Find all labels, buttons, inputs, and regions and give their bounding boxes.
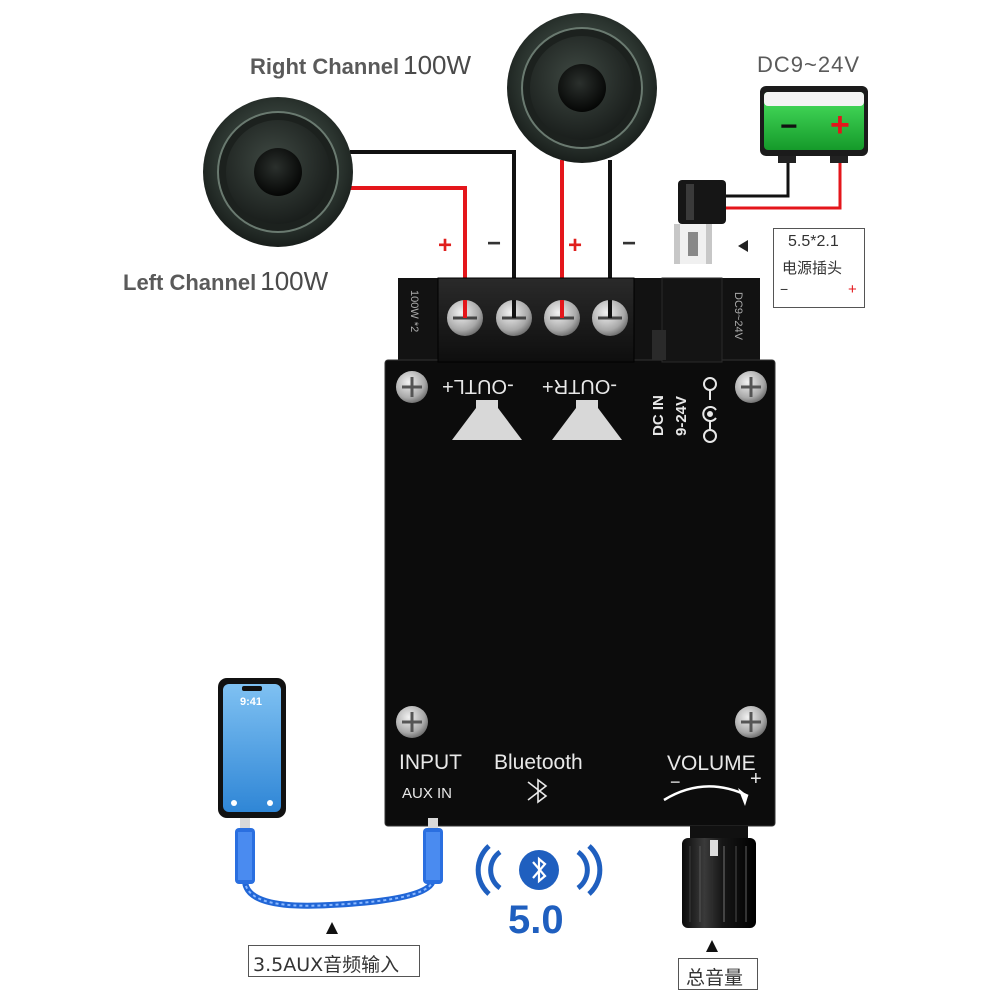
plug-name-text: 电源插头 <box>782 259 843 277</box>
board-input-label: INPUT <box>399 751 462 774</box>
volume-knob[interactable] <box>682 826 756 928</box>
board-dc-range-label: 9-24V <box>673 395 690 436</box>
board-outr-label: -OUTR+ <box>542 375 617 397</box>
board-terminal-side-text: 100W *2 <box>408 290 420 333</box>
screw-icon <box>396 706 428 738</box>
speaker-symbol-left-icon <box>452 400 522 440</box>
board-dc-in-label: DC IN <box>650 395 667 436</box>
aux-cable <box>235 818 443 909</box>
bluetooth-5-badge-icon <box>475 844 603 896</box>
mounting-screws <box>396 371 767 738</box>
speaker-wires <box>350 150 842 318</box>
phone-time: 9:41 <box>240 696 263 708</box>
board-aux-in-label: AUX IN <box>402 785 453 802</box>
outl-minus-sign: − <box>487 230 502 257</box>
outr-plus-sign: + <box>568 232 583 259</box>
smartphone-icon <box>218 678 286 818</box>
board-dc-side-text: DC9~24V <box>732 292 744 341</box>
volume-pointer-icon <box>706 940 718 952</box>
screw-icon <box>735 706 767 738</box>
right-speaker-icon <box>507 13 657 163</box>
aux-pointer-icon <box>326 922 338 934</box>
dc-battery-icon <box>760 86 868 163</box>
plug-minus-text: − <box>780 281 789 297</box>
dc-plug-icon <box>674 180 748 264</box>
right-channel-name: Right Channel <box>250 54 400 79</box>
dc-supply-label: DC9~24V <box>757 52 861 77</box>
board-bluetooth-label: Bluetooth <box>494 751 583 774</box>
left-channel-power: 100W <box>260 266 329 296</box>
board-outl-label: -OUTL+ <box>442 375 514 397</box>
plug-plus-text: + <box>848 281 857 298</box>
terminal-screws <box>447 300 628 336</box>
dc-plug-legend: 5.5*2.1 电源插头 − + <box>773 228 865 308</box>
volume-caption-text: 总音量 <box>686 967 744 989</box>
volume-caption: 总音量 <box>678 958 758 990</box>
board-vol-plus: + <box>750 768 762 790</box>
bluetooth-board-icon <box>527 778 548 804</box>
amplifier-board <box>384 277 776 827</box>
speaker-symbol-right-icon <box>552 400 622 440</box>
battery-plus-sign: + <box>830 106 850 144</box>
outl-plus-sign: + <box>438 232 453 259</box>
screw-icon <box>396 371 428 403</box>
right-channel-power: 100W <box>403 50 472 80</box>
board-volume-label: VOLUME <box>667 752 756 775</box>
battery-minus-sign: − <box>780 110 798 143</box>
screw-icon <box>735 371 767 403</box>
outr-minus-sign: − <box>622 230 637 257</box>
plug-size-text: 5.5*2.1 <box>788 233 839 250</box>
left-channel-name: Left Channel <box>123 270 257 295</box>
volume-arc-icon <box>663 785 749 806</box>
aux-input-caption-text: 3.5AUX音频输入 <box>253 954 400 976</box>
bluetooth-version-label: 5.0 <box>508 898 564 942</box>
dc-polarity-icon <box>702 377 717 443</box>
board-vol-minus: − <box>670 772 681 792</box>
left-speaker-icon <box>203 97 353 247</box>
aux-input-caption: 3.5AUX音频输入 <box>248 945 420 977</box>
